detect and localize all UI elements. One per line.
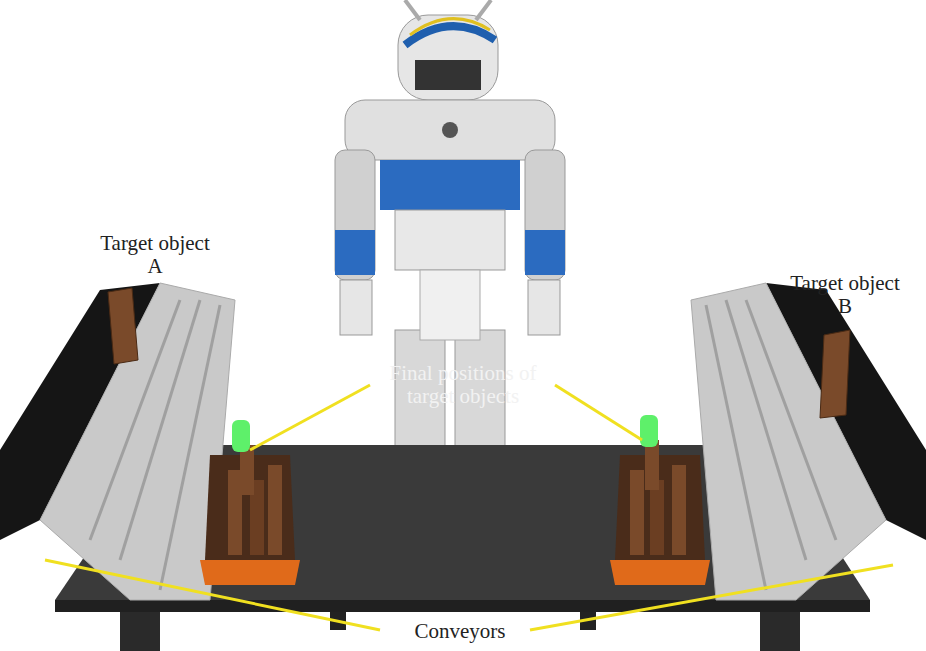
table-edge	[55, 600, 870, 612]
callout-label: Final positions of target objects	[368, 362, 558, 408]
humanoid-robot	[335, 0, 565, 340]
conveyor-belt	[691, 283, 886, 600]
target-object	[820, 330, 850, 418]
parts-bin	[200, 420, 300, 585]
callout-label: Conveyors	[365, 620, 555, 643]
leader-line	[45, 385, 893, 630]
callout-label: Target object A	[95, 232, 215, 278]
callout-label: Target object B	[790, 272, 900, 318]
parts-bin	[610, 415, 710, 585]
target-object	[108, 288, 138, 364]
